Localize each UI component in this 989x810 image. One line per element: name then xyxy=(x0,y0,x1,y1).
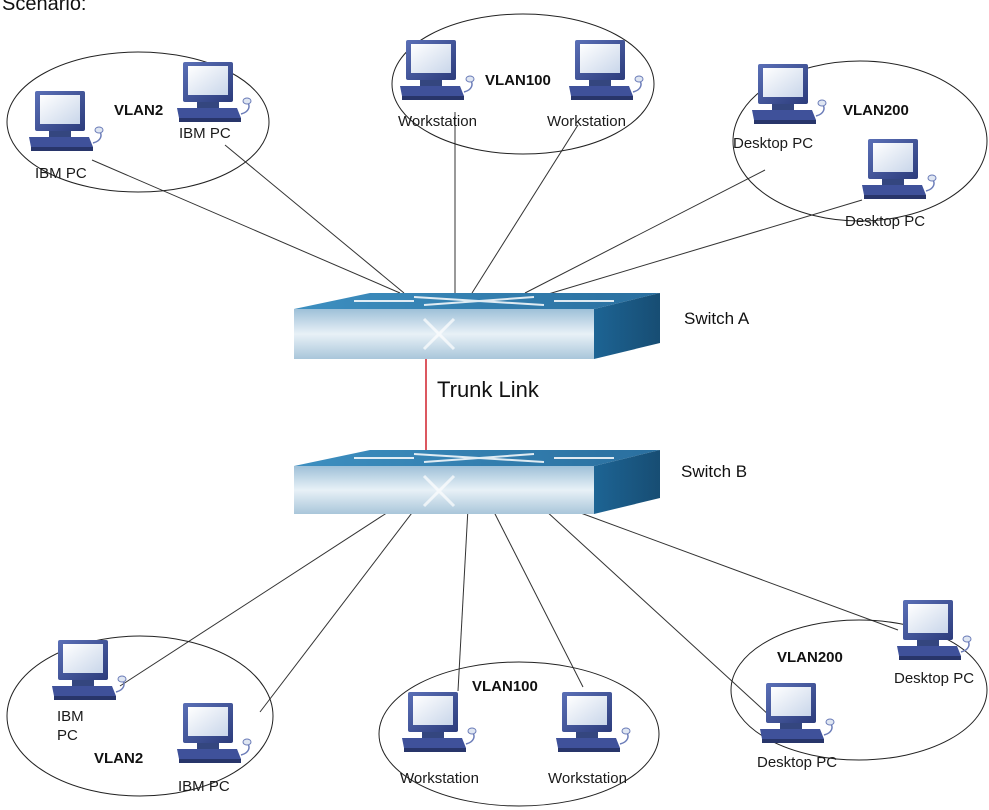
pc-icon xyxy=(861,138,937,200)
host-label: Desktop PC xyxy=(894,670,974,687)
vlan-group-bottom-middle: VLAN100 Workstation Workstation xyxy=(378,661,660,807)
host-label: Workstation xyxy=(547,113,626,130)
top-links xyxy=(91,112,863,296)
vlan-label: VLAN100 xyxy=(472,678,538,695)
vlan-group-bottom-left: VLAN2 IBM PC IBM PC xyxy=(6,635,274,797)
vlan-group-top-right: VLAN200 Desktop PC Desktop PC xyxy=(732,60,988,230)
vlan-label: VLAN2 xyxy=(114,102,163,119)
pc-icon xyxy=(28,90,104,152)
bottom-links xyxy=(119,504,899,717)
vlan-label: VLAN100 xyxy=(485,72,551,89)
host-label: Desktop PC xyxy=(757,754,837,771)
pc-icon xyxy=(176,702,252,764)
pc-icon xyxy=(399,39,475,101)
pc-icon xyxy=(896,599,972,661)
vlan-group-top-middle: VLAN100 Workstation Workstation xyxy=(391,13,655,155)
pc-icon xyxy=(176,61,252,123)
switch-a xyxy=(294,293,660,359)
trunk-link-label: Trunk Link xyxy=(437,377,540,402)
host-label: Desktop PC xyxy=(845,213,925,230)
scenario-heading: Scenario: xyxy=(2,0,87,15)
pc-icon xyxy=(51,639,127,701)
pc-icon xyxy=(759,682,835,744)
vlan-group-top-left: VLAN2 IBM PC IBM PC xyxy=(6,51,270,193)
switch-b xyxy=(294,450,660,514)
pc-icon xyxy=(401,691,477,753)
switch-a-label: Switch A xyxy=(684,309,750,328)
host-label: Workstation xyxy=(548,770,627,787)
switch-b-label: Switch B xyxy=(681,462,747,481)
host-label: IBM PC xyxy=(35,165,87,182)
pc-icon xyxy=(568,39,644,101)
host-label-line: IBM xyxy=(57,708,84,725)
pc-icon xyxy=(555,691,631,753)
vlan-label: VLAN2 xyxy=(94,750,143,767)
host-label: Workstation xyxy=(398,113,477,130)
vlan-label: VLAN200 xyxy=(777,649,843,666)
host-label: Workstation xyxy=(400,770,479,787)
vlan-group-bottom-right: VLAN200 Desktop PC Desktop PC xyxy=(730,599,988,771)
pc-icon xyxy=(751,63,827,125)
host-label: IBM PC xyxy=(179,125,231,142)
vlan-label: VLAN200 xyxy=(843,102,909,119)
host-label-line: PC xyxy=(57,727,78,744)
host-label: Desktop PC xyxy=(733,135,813,152)
host-label: IBM PC xyxy=(57,708,88,744)
host-label: IBM PC xyxy=(178,778,230,795)
